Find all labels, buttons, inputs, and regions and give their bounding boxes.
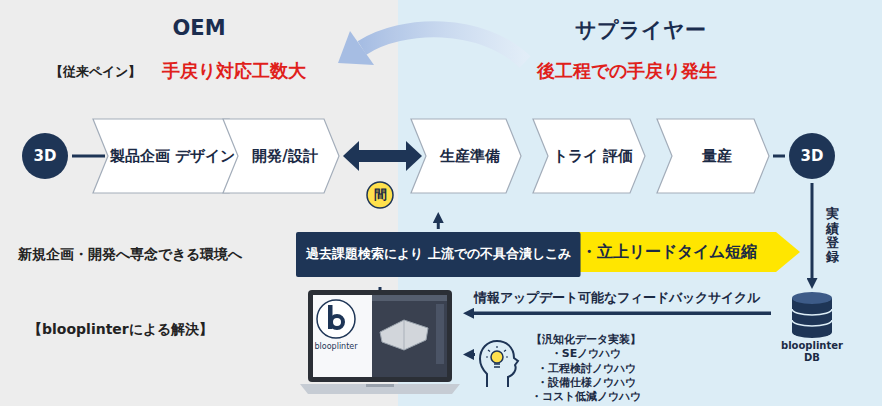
edge-label: 情報アップデート可能なフィードバックサイクル	[474, 289, 760, 307]
flow-arrow	[437, 223, 440, 229]
idea-head-icon	[480, 341, 518, 387]
node-text: 過去課題検索により 上流での不具合潰しこみ	[306, 245, 571, 263]
pain-heading: 【従来ペイン】	[50, 63, 141, 81]
double-arrow	[359, 150, 406, 162]
process-chevron: 生産準備	[410, 118, 522, 194]
database-icon: blooplinter DB	[774, 292, 850, 363]
flow-arrow	[474, 353, 475, 356]
process-chevron: 量産	[656, 118, 770, 194]
database-drawing	[792, 292, 832, 338]
laptop-drawing	[300, 290, 460, 394]
circle-shape	[789, 133, 835, 179]
process-chevron: 製品企画 デザイン	[92, 118, 245, 194]
node-text: blooplinter DB	[774, 340, 850, 363]
flow-arrow	[811, 183, 814, 278]
list-item: ・SEノウハウ	[524, 347, 648, 361]
flow-line	[773, 155, 785, 158]
pain-text: 後工程での手戻り発生	[537, 59, 717, 83]
flow-line	[72, 155, 105, 158]
node-text: 製品企画 デザイン	[110, 146, 235, 166]
node-text: 量産	[702, 146, 732, 166]
node-text: 開発/設計	[252, 146, 317, 166]
chevron-shape	[223, 119, 339, 193]
panel-ground	[0, 0, 398, 406]
node-text: 3D	[801, 147, 824, 165]
list-item: ・工程検討ノウハウ	[524, 362, 648, 376]
list-item: ・設備仕様ノウハウ	[524, 376, 648, 390]
laptop-illustration: blooplinter	[300, 290, 460, 400]
chevron-shape	[533, 119, 645, 193]
rework-arrow-head	[338, 31, 374, 65]
edge-label: 実績登録	[826, 207, 839, 264]
node-text: 3D	[34, 147, 57, 165]
node-text: トライ 評価	[553, 146, 633, 166]
node-text: blooplinter	[313, 342, 359, 351]
gap-circle: 間	[366, 181, 394, 209]
knowledge-block: 【汎知化データ実装】・SEノウハウ・工程検討ノウハウ・設備仕様ノウハウ・コスト低…	[478, 333, 648, 404]
node-text: OEM	[0, 16, 398, 40]
chevron-shape	[93, 119, 244, 193]
circle-shape	[367, 182, 393, 208]
circle-shape	[22, 133, 68, 179]
process-chevron: 開発/設計	[222, 118, 340, 194]
chevron-shape	[657, 119, 769, 193]
solution-heading: 【blooplinterによる解決】	[28, 321, 213, 339]
data-3d-circle: 3D	[788, 132, 836, 180]
node-text: 間	[374, 186, 387, 204]
solution-box: 過去課題検索により 上流での不具合潰しこみ	[296, 232, 581, 277]
node-text: 【汎知化データ実装】	[524, 333, 648, 347]
box-shape	[296, 232, 581, 277]
rework-curved-arrow	[362, 29, 525, 62]
flow-arrow	[474, 312, 771, 316]
panel-ground	[398, 0, 882, 406]
list-item: ・コスト低減ノウハウ	[524, 390, 648, 404]
flow-arrow	[379, 287, 382, 291]
node-text: サプライヤー	[398, 16, 882, 44]
goal-text: 新規企画・開発へ専念できる環境へ	[18, 246, 242, 264]
node-text: 生産準備	[440, 146, 500, 166]
chevron-shape	[411, 119, 521, 193]
pain-text: 手戻り対応工数大	[162, 59, 306, 83]
data-3d-circle: 3D	[21, 132, 69, 180]
process-chevron: トライ 評価	[532, 118, 646, 194]
